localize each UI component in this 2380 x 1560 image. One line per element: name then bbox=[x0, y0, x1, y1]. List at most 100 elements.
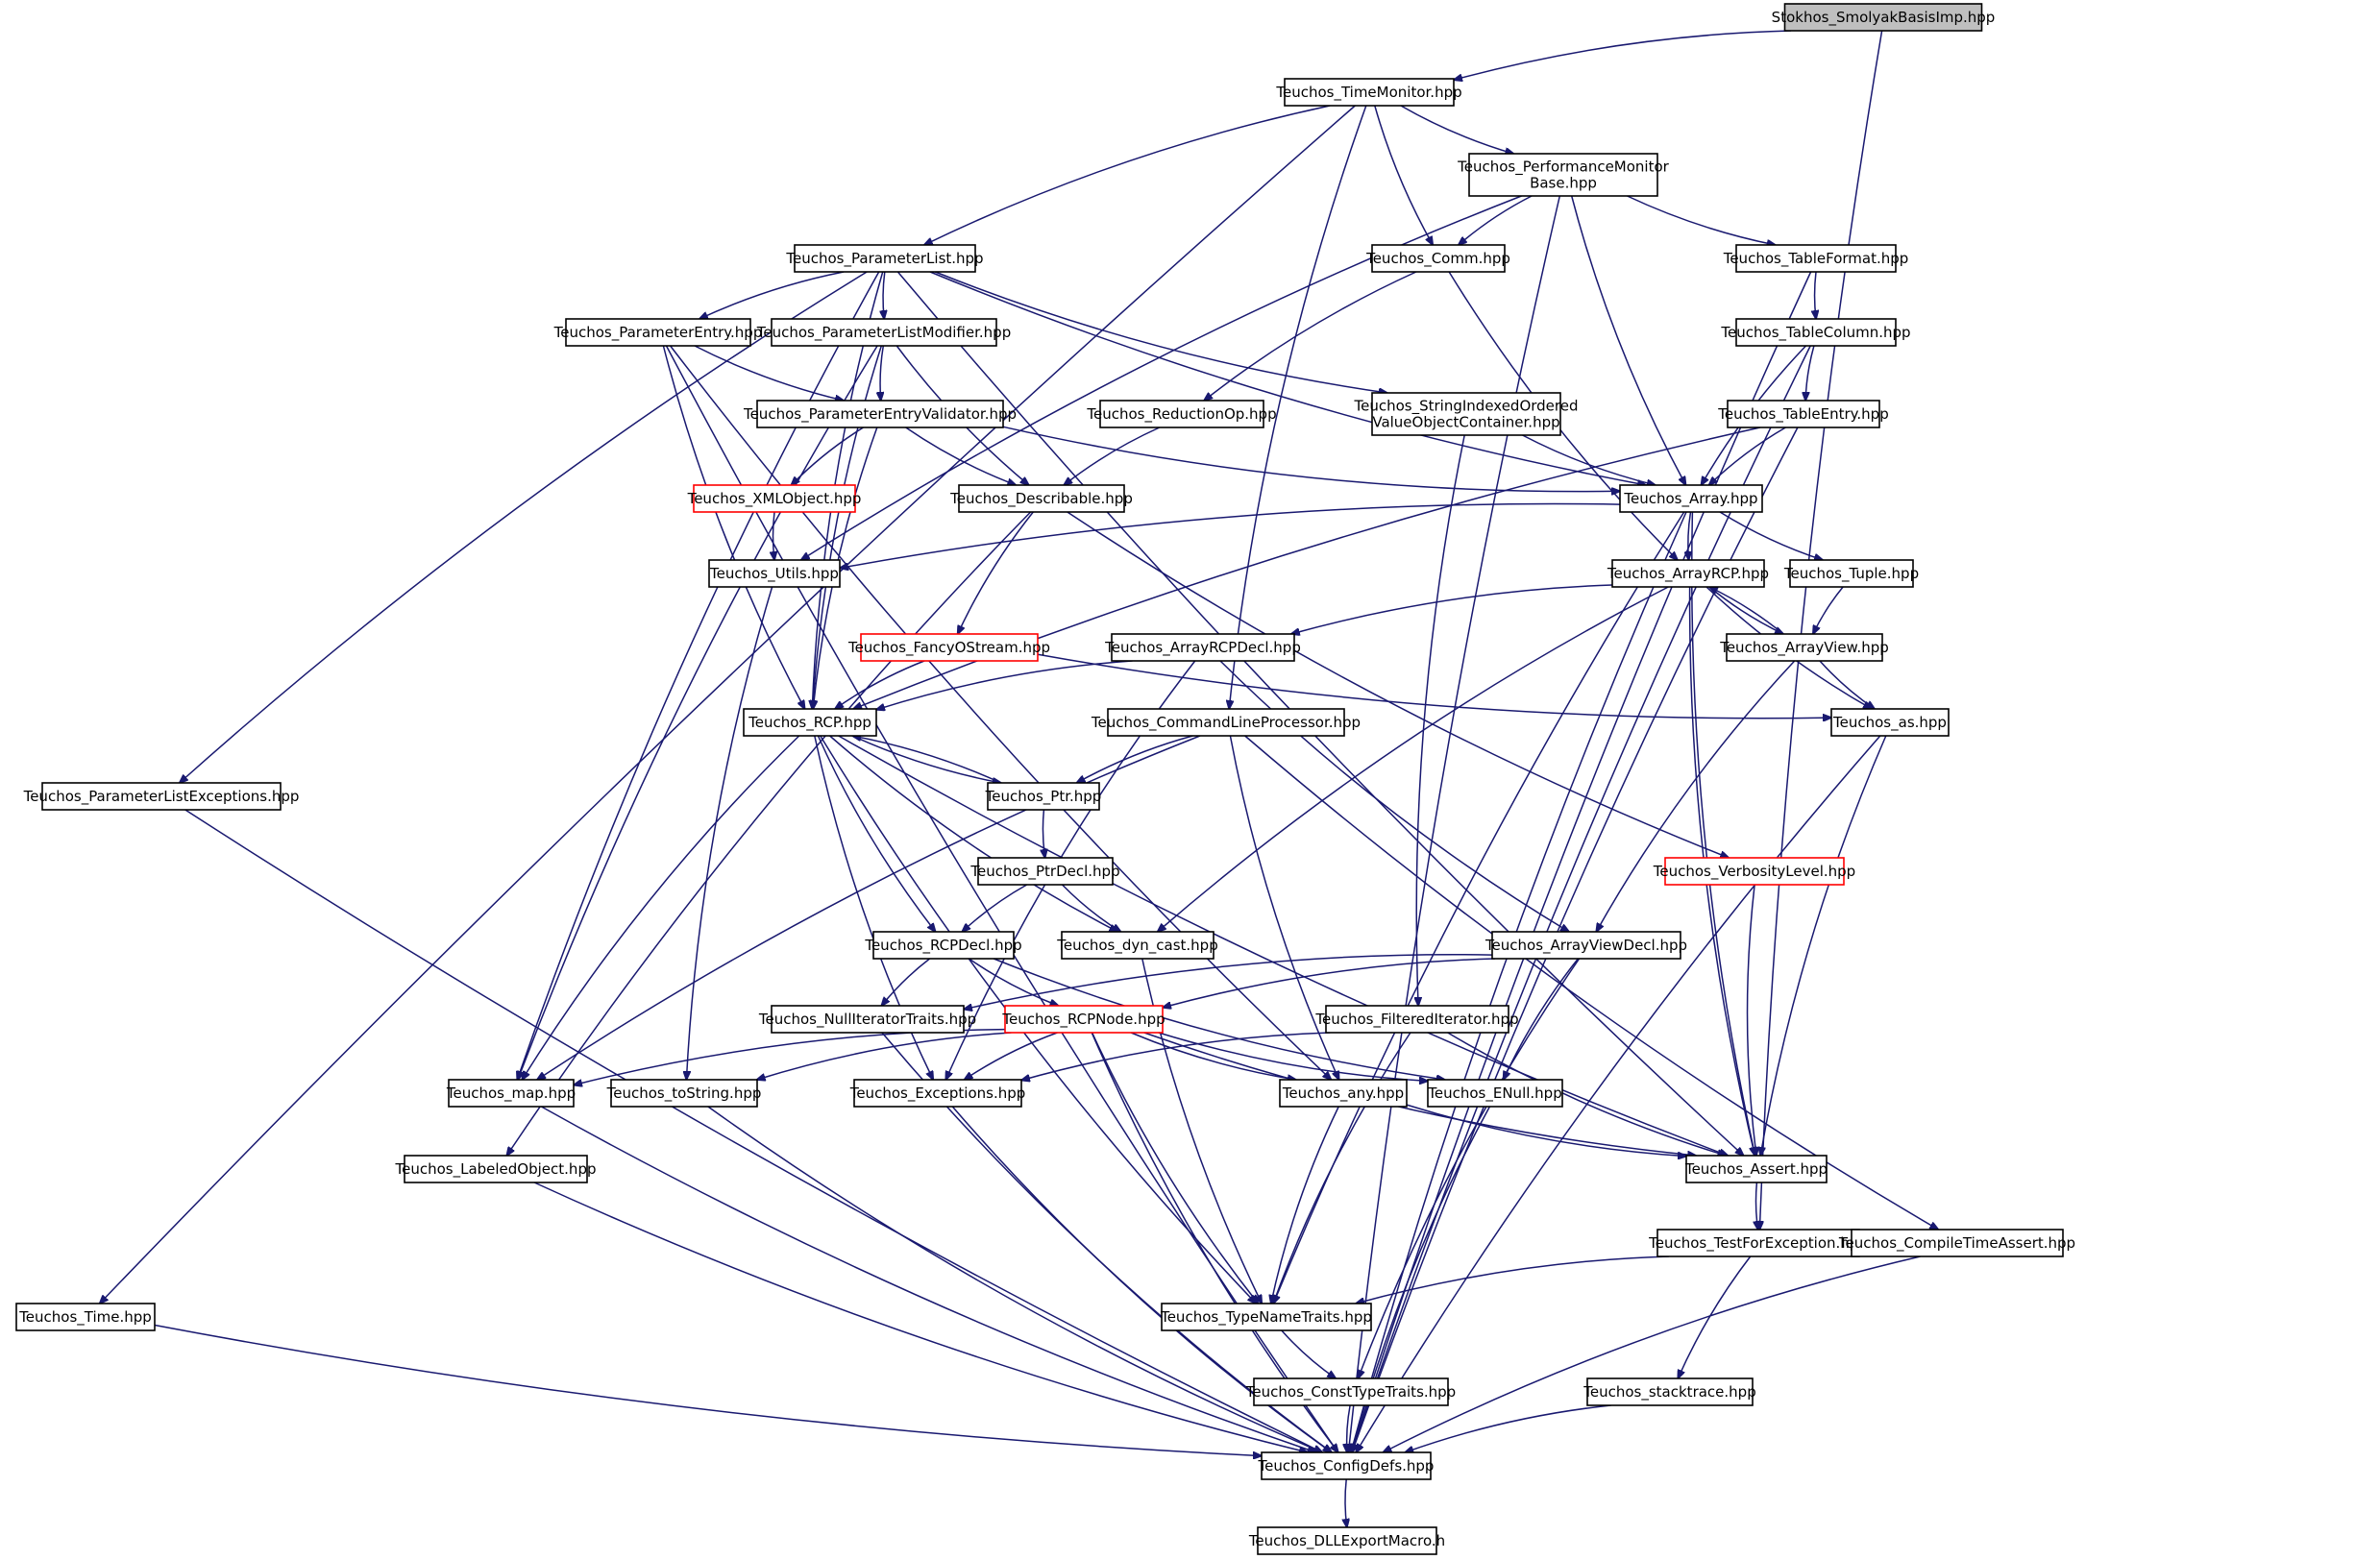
edge-array-to-utils bbox=[840, 502, 1621, 569]
node-paramentry[interactable]: Teuchos_ParameterEntry.hpp bbox=[553, 318, 763, 347]
edge-arrayrcp-to-dyncast bbox=[1158, 586, 1669, 932]
node-typenametraits[interactable]: Teuchos_TypeNameTraits.hpp bbox=[1160, 1303, 1372, 1331]
node-label: Teuchos_ParameterListModifier.hpp bbox=[756, 324, 1011, 342]
edge-compiletimeassert-to-configdefs bbox=[1383, 1255, 1921, 1452]
node-label: Teuchos_RCPDecl.hpp bbox=[864, 937, 1021, 955]
node-label: Teuchos_TypeNameTraits.hpp bbox=[1160, 1308, 1372, 1327]
edge-paramlist-to-paramentry bbox=[699, 271, 845, 319]
node-dllexport[interactable]: Teuchos_DLLExportMacro.h bbox=[1248, 1526, 1445, 1555]
node-utils[interactable]: Teuchos_Utils.hpp bbox=[708, 559, 841, 588]
edge-arrayviewdecl-to-nulliter bbox=[964, 954, 1493, 1010]
node-box bbox=[1735, 318, 1897, 347]
node-label: Teuchos_ArrayView.hpp bbox=[1719, 639, 1889, 657]
node-rcpnode[interactable]: Teuchos_RCPNode.hpp bbox=[1001, 1005, 1165, 1034]
edge-paramentry-to-any bbox=[670, 345, 1332, 1080]
node-map[interactable]: Teuchos_map.hpp bbox=[446, 1079, 576, 1108]
node-label: Teuchos_ParameterEntryValidator.hpp bbox=[743, 405, 1017, 424]
edge-array-to-typenametraits bbox=[1273, 511, 1685, 1304]
node-box bbox=[853, 1079, 1022, 1108]
node-box bbox=[1099, 400, 1264, 428]
node-exceptions[interactable]: Teuchos_Exceptions.hpp bbox=[849, 1079, 1026, 1108]
node-label: Teuchos_XMLObject.hpp bbox=[687, 490, 862, 508]
edge-stokhos-to-testforexc bbox=[1759, 30, 1883, 1230]
node-any[interactable]: Teuchos_any.hpp bbox=[1279, 1079, 1408, 1108]
node-tuple[interactable]: Teuchos_Tuple.hpp bbox=[1783, 559, 1919, 588]
node-enull[interactable]: Teuchos_ENull.hpp bbox=[1427, 1079, 1563, 1108]
edge-tableentry-to-array bbox=[1709, 427, 1786, 485]
node-rcp[interactable]: Teuchos_RCP.hpp bbox=[743, 708, 877, 737]
node-testforexc[interactable]: Teuchos_TestForException.hpp bbox=[1648, 1229, 1868, 1257]
node-tableentry[interactable]: Teuchos_TableEntry.hpp bbox=[1717, 400, 1889, 428]
edge-any-to-typenametraits bbox=[1271, 1106, 1339, 1304]
edge-array-to-assert bbox=[1691, 511, 1755, 1156]
node-ptrdecl[interactable]: Teuchos_PtrDecl.hpp bbox=[969, 857, 1120, 886]
node-arrayrcp[interactable]: Teuchos_ArrayRCP.hpp bbox=[1607, 559, 1769, 588]
edge-rcpnode-to-enull bbox=[1158, 1032, 1428, 1081]
node-plexceptions[interactable]: Teuchos_ParameterListExceptions.hpp bbox=[23, 782, 300, 811]
node-plmodifier[interactable]: Teuchos_ParameterListModifier.hpp bbox=[756, 318, 1011, 347]
node-label: ValueObjectContainer.hpp bbox=[1372, 414, 1559, 431]
node-box bbox=[860, 633, 1039, 662]
edge-fancyostream-to-rcp bbox=[835, 660, 925, 709]
node-timemonitor[interactable]: Teuchos_TimeMonitor.hpp bbox=[1275, 78, 1462, 107]
node-paramlist[interactable]: Teuchos_ParameterList.hpp bbox=[785, 244, 984, 273]
node-consttypetraits[interactable]: Teuchos_ConstTypeTraits.hpp bbox=[1245, 1377, 1456, 1406]
node-ptr[interactable]: Teuchos_Ptr.hpp bbox=[985, 782, 1102, 811]
node-label: Teuchos_Utils.hpp bbox=[709, 565, 839, 583]
node-label: Stokhos_SmolyakBasisImp.hpp bbox=[1772, 9, 1996, 27]
node-assert[interactable]: Teuchos_Assert.hpp bbox=[1684, 1155, 1828, 1183]
node-box bbox=[404, 1155, 588, 1183]
node-label: Teuchos_RCP.hpp bbox=[748, 714, 871, 732]
node-clp[interactable]: Teuchos_CommandLineProcessor.hpp bbox=[1091, 708, 1361, 737]
node-label: Teuchos_DLLExportMacro.h bbox=[1248, 1532, 1445, 1550]
node-tostring[interactable]: Teuchos_toString.hpp bbox=[606, 1079, 762, 1108]
edge-perfmon-to-utils bbox=[801, 195, 1522, 560]
node-dyncast[interactable]: Teuchos_dyn_cast.hpp bbox=[1056, 931, 1218, 960]
node-label: Teuchos_Comm.hpp bbox=[1365, 250, 1510, 268]
node-box bbox=[1735, 244, 1897, 273]
node-comm[interactable]: Teuchos_Comm.hpp bbox=[1365, 244, 1510, 273]
node-rcpdecl[interactable]: Teuchos_RCPDecl.hpp bbox=[864, 931, 1022, 960]
node-box bbox=[743, 708, 877, 737]
node-verbosity[interactable]: Teuchos_VerbosityLevel.hpp bbox=[1653, 857, 1855, 886]
node-sivoc[interactable]: Teuchos_StringIndexedOrderedValueObjectC… bbox=[1354, 392, 1579, 436]
node-labeledobject[interactable]: Teuchos_LabeledObject.hpp bbox=[395, 1155, 597, 1183]
node-filterediter[interactable]: Teuchos_FilteredIterator.hpp bbox=[1314, 1005, 1519, 1034]
edge-rcpnode-to-exceptions bbox=[965, 1032, 1058, 1080]
node-describable[interactable]: Teuchos_Describable.hpp bbox=[949, 484, 1133, 513]
node-arrayview[interactable]: Teuchos_ArrayView.hpp bbox=[1719, 633, 1889, 662]
node-box bbox=[1111, 633, 1295, 662]
node-time[interactable]: Teuchos_Time.hpp bbox=[15, 1303, 156, 1331]
node-box bbox=[1279, 1079, 1408, 1108]
node-compiletimeassert[interactable]: Teuchos_CompileTimeAssert.hpp bbox=[1838, 1229, 2075, 1257]
edge-perfmon-to-tableformat bbox=[1627, 195, 1776, 245]
node-tableformat[interactable]: Teuchos_TableFormat.hpp bbox=[1723, 244, 1909, 273]
node-fancyostream[interactable]: Teuchos_FancyOStream.hpp bbox=[847, 633, 1050, 662]
node-arrayrcpdecl[interactable]: Teuchos_ArrayRCPDecl.hpp bbox=[1104, 633, 1301, 662]
node-tablecolumn[interactable]: Teuchos_TableColumn.hpp bbox=[1720, 318, 1911, 347]
node-arrayviewdecl[interactable]: Teuchos_ArrayViewDecl.hpp bbox=[1484, 931, 1687, 960]
node-reductionop[interactable]: Teuchos_ReductionOp.hpp bbox=[1086, 400, 1277, 428]
node-nulliter[interactable]: Teuchos_NullIteratorTraits.hpp bbox=[758, 1005, 976, 1034]
edge-arrayrcp-to-arrayrcpdecl bbox=[1291, 584, 1613, 634]
node-label: Base.hpp bbox=[1530, 175, 1597, 192]
node-label: Teuchos_ParameterList.hpp bbox=[785, 250, 983, 268]
node-array[interactable]: Teuchos_Array.hpp bbox=[1619, 484, 1763, 513]
node-box bbox=[977, 857, 1114, 886]
node-box bbox=[1656, 1229, 1860, 1257]
edge-exceptions-to-configdefs bbox=[951, 1106, 1331, 1452]
node-as[interactable]: Teuchos_as.hpp bbox=[1830, 708, 1950, 737]
edge-perfmon-to-configdefs bbox=[1348, 195, 1561, 1452]
edge-rcpnode-to-tostring bbox=[757, 1032, 1012, 1080]
edge-reductionop-to-describable bbox=[1064, 427, 1161, 485]
node-xmlobject[interactable]: Teuchos_XMLObject.hpp bbox=[687, 484, 862, 513]
node-stokhos[interactable]: Stokhos_SmolyakBasisImp.hpp bbox=[1772, 3, 1996, 32]
node-pev[interactable]: Teuchos_ParameterEntryValidator.hpp bbox=[743, 400, 1017, 428]
node-label: Teuchos_ReductionOp.hpp bbox=[1086, 405, 1276, 424]
edge-plmodifier-to-pev bbox=[880, 345, 883, 401]
node-label: Teuchos_TableFormat.hpp bbox=[1723, 250, 1909, 268]
edge-paramentry-to-rcp bbox=[662, 345, 804, 709]
node-configdefs[interactable]: Teuchos_ConfigDefs.hpp bbox=[1258, 1451, 1435, 1480]
node-stacktrace[interactable]: Teuchos_stacktrace.hpp bbox=[1583, 1377, 1756, 1406]
